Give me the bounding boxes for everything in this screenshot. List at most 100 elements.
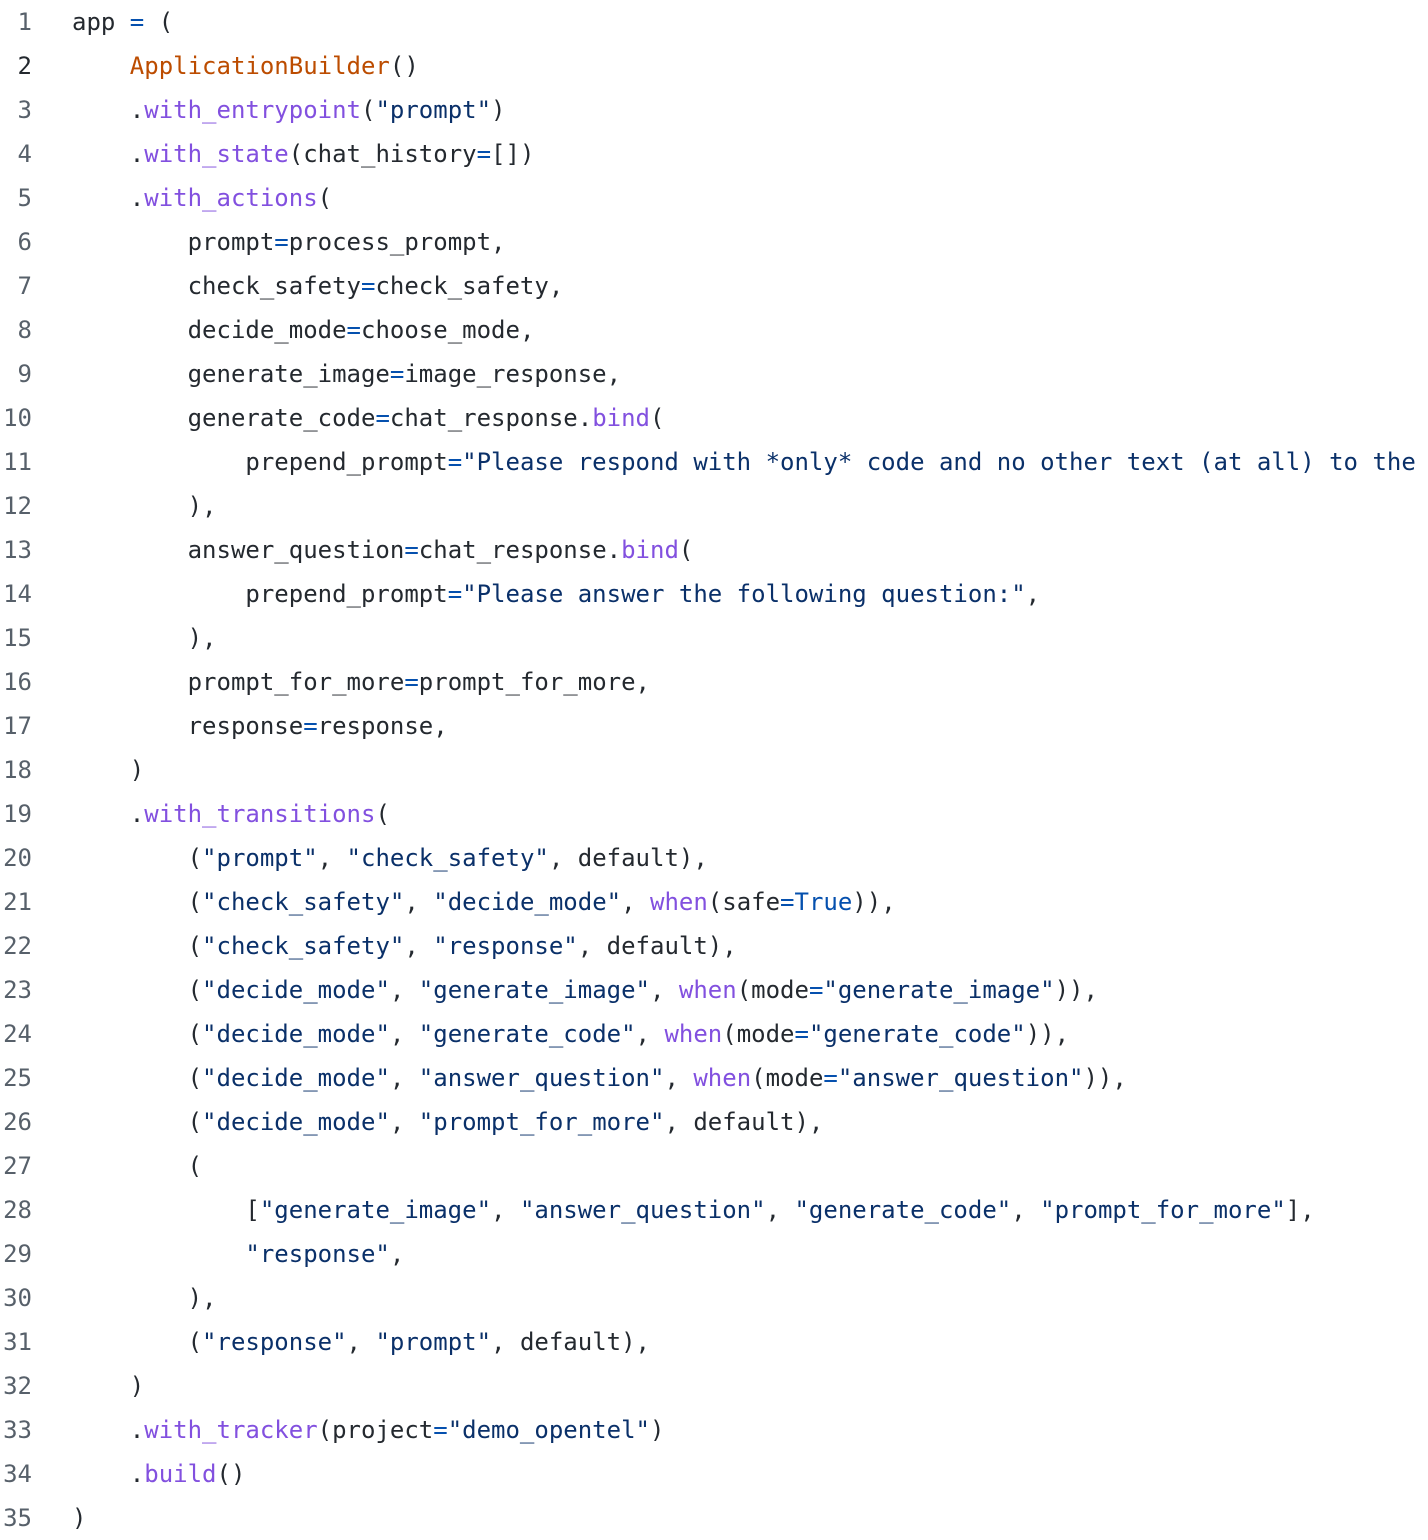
code-line[interactable]: 27 ( xyxy=(0,1144,1428,1188)
code-text: ApplicationBuilder() xyxy=(72,44,419,88)
code-line[interactable]: 23 ("decide_mode", "generate_image", whe… xyxy=(0,968,1428,1012)
code-token: ), xyxy=(72,1284,217,1312)
code-text: generate_code=chat_response.bind( xyxy=(72,396,665,440)
code-token: = xyxy=(389,360,405,388)
code-line[interactable]: 12 ), xyxy=(0,484,1428,528)
code-line[interactable]: 15 ), xyxy=(0,616,1428,660)
code-token: ( xyxy=(375,800,390,828)
code-line[interactable]: 11 prepend_prompt="Please respond with *… xyxy=(0,440,1428,484)
code-line[interactable]: 16 prompt_for_more=prompt_for_more, xyxy=(0,660,1428,704)
code-token: "generate_image" xyxy=(259,1196,492,1224)
line-number: 9 xyxy=(17,360,32,388)
line-number: 28 xyxy=(3,1196,32,1224)
code-text: ("check_safety", "decide_mode", when(saf… xyxy=(72,880,896,924)
code-text: response=response, xyxy=(72,704,448,748)
code-token: )), xyxy=(852,888,896,916)
line-number: 35 xyxy=(3,1504,32,1532)
code-token: . xyxy=(72,140,145,168)
code-text: "response", xyxy=(72,1232,404,1276)
code-token: ( xyxy=(144,8,174,36)
code-token: prompt_for_more, xyxy=(418,668,650,696)
code-line[interactable]: 33 .with_tracker(project="demo_opentel") xyxy=(0,1408,1428,1452)
code-token: )), xyxy=(1025,1020,1070,1048)
code-line[interactable]: 30 ), xyxy=(0,1276,1428,1320)
code-line[interactable]: 25 ("decide_mode", "answer_question", wh… xyxy=(0,1056,1428,1100)
line-number: 29 xyxy=(3,1240,32,1268)
line-number: 34 xyxy=(3,1460,32,1488)
code-token: "check_safety" xyxy=(202,888,405,916)
line-number: 18 xyxy=(3,756,32,784)
code-line[interactable]: 8 decide_mode=choose_mode, xyxy=(0,308,1428,352)
code-token: , xyxy=(404,888,434,916)
code-line[interactable]: 21 ("check_safety", "decide_mode", when(… xyxy=(0,880,1428,924)
code-token: , xyxy=(389,1020,419,1048)
code-token: , default), xyxy=(548,844,708,872)
code-line[interactable]: 10 generate_code=chat_response.bind( xyxy=(0,396,1428,440)
code-line[interactable]: 32 ) xyxy=(0,1364,1428,1408)
code-token xyxy=(72,1240,245,1268)
code-token: when xyxy=(678,976,737,1004)
code-text: ("decide_mode", "prompt_for_more", defau… xyxy=(72,1100,824,1144)
code-token: "prompt" xyxy=(375,1328,492,1356)
code-token: "generate_code" xyxy=(808,1020,1026,1048)
code-line[interactable]: 2 ApplicationBuilder() xyxy=(0,44,1428,88)
code-token: "decide_mode" xyxy=(433,888,622,916)
code-token: = xyxy=(794,1020,809,1048)
code-token: when xyxy=(650,888,708,916)
code-text: ("decide_mode", "answer_question", when(… xyxy=(72,1056,1127,1100)
code-token: . xyxy=(72,1460,145,1488)
code-line[interactable]: 3 .with_entrypoint("prompt") xyxy=(0,88,1428,132)
code-token: = xyxy=(360,272,376,300)
code-line[interactable]: 9 generate_image=image_response, xyxy=(0,352,1428,396)
code-token: (safe xyxy=(707,888,781,916)
code-line[interactable]: 34 .build() xyxy=(0,1452,1428,1496)
code-token: = xyxy=(404,536,419,564)
code-token: , xyxy=(635,1020,665,1048)
code-line[interactable]: 29 "response", xyxy=(0,1232,1428,1276)
code-text: app = ( xyxy=(72,0,173,44)
line-number: 30 xyxy=(3,1284,32,1312)
code-line[interactable]: 14 prepend_prompt="Please answer the fol… xyxy=(0,572,1428,616)
code-token: (chat_history xyxy=(288,140,477,168)
code-token: (mode xyxy=(736,976,809,1004)
code-line[interactable]: 28 ["generate_image", "answer_question",… xyxy=(0,1188,1428,1232)
code-line[interactable]: 6 prompt=process_prompt, xyxy=(0,220,1428,264)
code-token: , xyxy=(491,1196,520,1224)
code-token: "generate_code" xyxy=(418,1020,636,1048)
code-line[interactable]: 20 ("prompt", "check_safety", default), xyxy=(0,836,1428,880)
code-line[interactable]: 17 response=response, xyxy=(0,704,1428,748)
code-token: prepend_prompt xyxy=(72,580,448,608)
line-number: 27 xyxy=(3,1152,32,1180)
code-token: chat_response. xyxy=(389,404,593,432)
code-token: ) xyxy=(72,1372,145,1400)
code-line[interactable]: 4 .with_state(chat_history=[]) xyxy=(0,132,1428,176)
code-line[interactable]: 22 ("check_safety", "response", default)… xyxy=(0,924,1428,968)
code-token: = xyxy=(274,228,289,256)
code-line[interactable]: 24 ("decide_mode", "generate_code", when… xyxy=(0,1012,1428,1056)
code-line[interactable]: 18 ) xyxy=(0,748,1428,792)
code-token: (mode xyxy=(722,1020,795,1048)
code-line[interactable]: 5 .with_actions( xyxy=(0,176,1428,220)
code-token: , xyxy=(317,844,347,872)
code-line[interactable]: 7 check_safety=check_safety, xyxy=(0,264,1428,308)
code-token: check_safety xyxy=(72,272,361,300)
code-token: "answer_question" xyxy=(837,1064,1084,1092)
code-line[interactable]: 31 ("response", "prompt", default), xyxy=(0,1320,1428,1364)
code-token: ) xyxy=(491,96,506,124)
code-token: prompt xyxy=(72,228,275,256)
code-token: when xyxy=(693,1064,752,1092)
code-token: ( xyxy=(72,1108,203,1136)
code-line[interactable]: 19 .with_transitions( xyxy=(0,792,1428,836)
code-line[interactable]: 13 answer_question=chat_response.bind( xyxy=(0,528,1428,572)
code-line[interactable]: 26 ("decide_mode", "prompt_for_more", de… xyxy=(0,1100,1428,1144)
code-token: ) xyxy=(649,1416,665,1444)
code-text: check_safety=check_safety, xyxy=(72,264,564,308)
code-token: = xyxy=(303,712,318,740)
code-token: []) xyxy=(491,140,535,168)
code-token: "decide_mode" xyxy=(202,1020,390,1048)
code-line[interactable]: 35) xyxy=(0,1496,1428,1540)
code-text: ), xyxy=(72,1276,217,1320)
code-token: ( xyxy=(317,184,333,212)
